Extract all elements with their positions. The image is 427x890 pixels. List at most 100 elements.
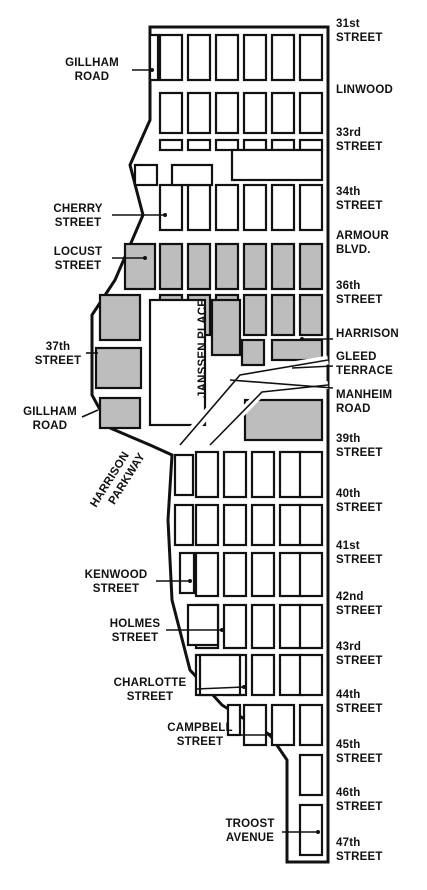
city-block [178,551,196,595]
city-block [186,183,212,232]
historic-block [270,293,296,337]
janssen-place-block [148,298,207,427]
city-block [298,753,324,797]
label-janssen-place: JANSSEN PLACE [197,299,209,398]
city-block [250,653,276,697]
city-block [250,503,276,547]
historic-block [98,396,142,430]
label-linwood: LINWOOD [336,84,393,96]
city-block [158,183,184,232]
leader-lines [81,68,334,834]
city-block [270,703,296,747]
label-harrison: HARRISON [336,328,399,340]
historic-block [243,398,324,442]
city-block [214,183,240,232]
city-block [214,138,240,152]
historic-block [298,242,324,291]
historic-block [242,293,268,337]
city-block [298,91,324,135]
city-block [270,91,296,135]
city-block [278,603,304,650]
city-block [186,91,212,135]
city-block [270,33,296,82]
city-block [298,603,324,650]
city-block [133,163,159,187]
city-block [214,91,240,135]
historic-block [123,242,157,291]
historic-block [240,338,266,367]
city-block [222,503,248,547]
label-harrison-parkway: HARRISONPARKWAY [88,444,147,517]
city-block [158,33,184,82]
city-block [270,138,296,152]
city-block [298,503,324,547]
city-block [278,653,304,697]
city-block [242,703,268,747]
historic-block [270,338,324,362]
city-block [242,33,268,82]
city-block [298,450,324,499]
historic-block [94,346,143,390]
city-block [250,551,276,598]
historic-block [270,242,296,291]
city-block [230,148,324,182]
city-block [250,603,276,650]
city-block [278,450,304,499]
city-block [242,91,268,135]
city-block [298,653,324,697]
city-block [278,503,304,547]
city-block [158,138,184,152]
city-block [173,503,195,547]
city-block [186,138,212,152]
city-block [270,183,296,232]
city-block [194,503,220,547]
city-block [186,33,212,82]
city-block [298,551,324,598]
historic-block [242,242,268,291]
city-block [298,33,324,82]
city-block [298,138,324,152]
city-block [226,703,242,737]
historic-block [210,298,242,357]
city-block [298,703,324,747]
city-block [173,453,195,497]
city-block [148,33,160,82]
city-blocks [94,33,324,857]
city-block [214,33,240,82]
city-block [242,183,268,232]
city-block [194,551,220,598]
historic-block [298,293,324,337]
historic-block [186,242,212,291]
historic-block [214,242,240,291]
city-block [222,603,248,650]
city-block [242,138,268,152]
city-block [278,551,304,598]
city-block [194,450,220,499]
city-block [250,450,276,499]
